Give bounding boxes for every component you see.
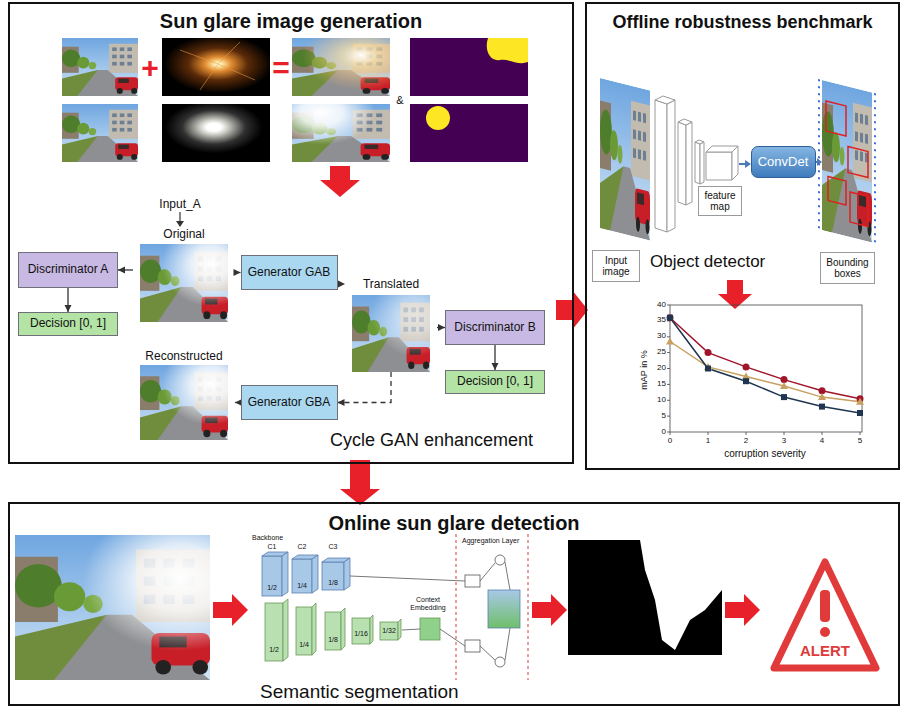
tick-label: 1 bbox=[706, 437, 710, 446]
process-box: Generator GAB bbox=[241, 255, 338, 290]
node-label: feature map bbox=[700, 190, 740, 212]
image-tile: Original bbox=[133, 228, 235, 322]
convdet-box: ConvDet bbox=[751, 146, 816, 178]
tick-label: 4 bbox=[820, 437, 824, 446]
axis-title: mAP in % bbox=[640, 350, 650, 389]
caption-box: Bounding boxes bbox=[820, 252, 875, 284]
network-label: 1/2 bbox=[267, 584, 277, 592]
node-label: Generator GAB bbox=[248, 266, 331, 280]
input-label: Input_A bbox=[159, 198, 200, 211]
arrow-head bbox=[338, 281, 345, 288]
panel-caption: Cycle GAN enhancement bbox=[330, 430, 533, 451]
image-tile: Reconstructed bbox=[133, 350, 235, 440]
network-label: Context Embedding bbox=[406, 596, 450, 611]
image-tile: Translated bbox=[345, 278, 437, 372]
connector bbox=[492, 345, 499, 370]
section-label: Semantic segmentation bbox=[260, 682, 459, 703]
tick-label: 15 bbox=[657, 380, 666, 389]
connector bbox=[234, 269, 241, 276]
node-label: Discriminator B bbox=[454, 321, 535, 335]
tick-label: 10 bbox=[657, 396, 666, 405]
process-box: Generator GBA bbox=[241, 385, 338, 420]
node-label: ConvDet bbox=[758, 155, 809, 170]
network-label: 1/8 bbox=[328, 579, 338, 587]
arrow-head bbox=[492, 363, 499, 370]
network-label: 1/2 bbox=[269, 646, 279, 654]
node-label: Translated bbox=[345, 278, 437, 292]
caption-box: feature map bbox=[698, 186, 742, 216]
panel-frame: Online sun glare detection bbox=[8, 502, 900, 706]
connector bbox=[437, 324, 445, 331]
operator-sign: = bbox=[272, 51, 290, 84]
block-arrow bbox=[556, 290, 588, 330]
node-label: Discriminator A bbox=[28, 263, 109, 277]
arrow-head bbox=[65, 305, 72, 312]
process-box: Decision [0, 1] bbox=[18, 312, 118, 336]
tick-label: 20 bbox=[657, 364, 666, 373]
tick-label: 2 bbox=[744, 437, 748, 446]
node-label: Original bbox=[133, 228, 235, 242]
section-label: Object detector bbox=[650, 253, 765, 272]
network-label: C3 bbox=[329, 543, 338, 551]
panel-title: Online sun glare detection bbox=[10, 512, 898, 535]
node-label: Input image bbox=[594, 255, 638, 277]
process-box: Discriminator B bbox=[445, 310, 545, 345]
node-label: Generator GBA bbox=[248, 396, 331, 410]
connector-line bbox=[338, 372, 392, 403]
tick-label: 40 bbox=[657, 301, 666, 310]
network-label: 1/4 bbox=[297, 582, 307, 590]
network-label: C1 bbox=[268, 543, 277, 551]
operator-sign: + bbox=[141, 51, 159, 84]
alert-text: ALERT bbox=[800, 643, 850, 660]
node-label: Decision [0, 1] bbox=[30, 317, 106, 331]
connector bbox=[118, 267, 133, 274]
panel-frame: Offline robustness benchmark feature map C… bbox=[585, 2, 900, 470]
tick-label: 5 bbox=[662, 412, 666, 421]
tick-label: 30 bbox=[657, 332, 666, 341]
arrow-head bbox=[118, 267, 125, 274]
process-box: Decision [0, 1] bbox=[445, 370, 545, 394]
connector bbox=[338, 372, 392, 406]
panel-frame: Sun glare image generationCycle GAN enha… bbox=[8, 2, 574, 464]
connector bbox=[65, 288, 72, 312]
network-label: C2 bbox=[298, 543, 307, 551]
tick-label: 3 bbox=[782, 437, 786, 446]
tick-label: 5 bbox=[858, 437, 862, 446]
network-label: 1/32 bbox=[382, 627, 396, 635]
connector bbox=[556, 290, 588, 330]
axis-title: corruption severity bbox=[724, 448, 806, 459]
panel-title: Offline robustness benchmark bbox=[587, 12, 898, 33]
connector bbox=[340, 460, 380, 505]
connector bbox=[338, 281, 346, 288]
caption-box: Input image bbox=[592, 250, 640, 282]
network-label: 1/4 bbox=[299, 641, 309, 649]
node-label: Reconstructed bbox=[133, 350, 235, 364]
tick-label: 35 bbox=[657, 316, 666, 325]
process-box: Discriminator A bbox=[18, 252, 118, 288]
arrow-head bbox=[234, 269, 241, 276]
tick-label: 25 bbox=[657, 348, 666, 357]
arrow-head bbox=[438, 324, 445, 331]
operator-sign: & bbox=[396, 94, 403, 106]
node-label: Decision [0, 1] bbox=[457, 375, 533, 389]
node-label: Bounding boxes bbox=[822, 257, 873, 279]
tick-label: 0 bbox=[668, 437, 672, 446]
network-label: 1/8 bbox=[328, 636, 338, 644]
block-arrow bbox=[340, 460, 380, 505]
network-label: Aggregation Layer bbox=[462, 537, 519, 545]
panel-title: Sun glare image generation bbox=[10, 10, 572, 33]
tick-label: 0 bbox=[662, 428, 666, 437]
network-label: Backbone bbox=[252, 534, 283, 542]
arrow-head bbox=[338, 399, 345, 406]
network-label: 1/16 bbox=[354, 630, 368, 638]
